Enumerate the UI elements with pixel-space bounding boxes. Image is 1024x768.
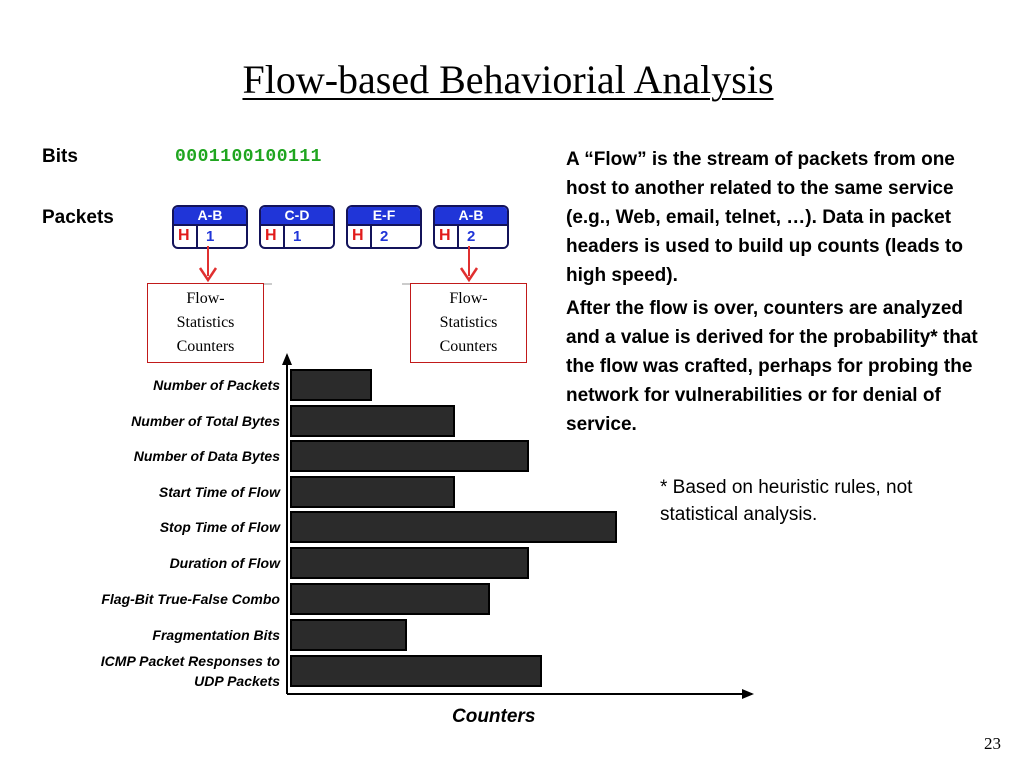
flow-statistics-counters-box: Flow- Statistics Counters: [147, 283, 264, 363]
bar-category-label-line: Flag-Bit True-False Combo: [101, 591, 280, 607]
packet-box: A-B H 1: [172, 205, 248, 249]
packet-count: 1: [283, 226, 333, 247]
bar-category-label: Duration of Flow: [170, 553, 280, 573]
counter-bar: [290, 619, 407, 651]
bar-category-label-line: Duration of Flow: [169, 555, 280, 571]
packet-hosts: C-D: [261, 207, 333, 226]
bar-category-label: ICMP Packet Responses to UDP Packets: [101, 651, 280, 691]
packet-box: E-F H 2: [346, 205, 422, 249]
packet-hosts: A-B: [174, 207, 246, 226]
bits-label: Bits: [42, 146, 78, 167]
flow-statistics-counters-box: Flow- Statistics Counters: [410, 283, 527, 363]
counter-bar: [290, 547, 529, 579]
bar-category-label: Start Time of Flow: [159, 482, 280, 502]
packet-box: A-B H 2: [433, 205, 509, 249]
counter-bar: [290, 405, 455, 437]
packet-count: 2: [370, 226, 420, 247]
counter-analysis-description: After the flow is over, counters are ana…: [566, 298, 978, 435]
footnote: * Based on heuristic rules, not statisti…: [660, 477, 913, 525]
packet-header-flag: H: [178, 227, 190, 244]
counter-box-line: Flow-: [186, 290, 225, 307]
packet-count: 1: [196, 226, 246, 247]
counter-box-line: Flow-: [449, 290, 488, 307]
slide-title: Flow-based Behaviorial Analysis: [242, 57, 774, 102]
bar-category-label-line: Number of Total Bytes: [131, 413, 280, 429]
bar-category-label: Flag-Bit True-False Combo: [101, 589, 280, 609]
flow-arrow: [198, 246, 218, 283]
packet-hosts: A-B: [435, 207, 507, 226]
bar-category-label-line: Start Time of Flow: [158, 484, 280, 500]
packet-header-flag: H: [352, 227, 364, 244]
counter-box-line: Statistics: [176, 314, 235, 331]
packet-hosts: E-F: [348, 207, 420, 226]
counter-box-line: Counters: [439, 338, 498, 355]
counter-bar: [290, 583, 490, 615]
packet-box: C-D H 1: [259, 205, 335, 249]
counter-bar: [290, 511, 617, 543]
bar-category-label: Number of Data Bytes: [134, 446, 280, 466]
bar-category-label: Number of Packets: [153, 375, 280, 395]
counter-bar: [290, 655, 542, 687]
bar-category-label-line: Stop Time of Flow: [159, 519, 280, 535]
bars-group: [290, 369, 617, 687]
bar-category-label-line: Number of Data Bytes: [133, 448, 280, 464]
flow-description: A “Flow” is the stream of packets from o…: [566, 149, 963, 286]
counter-box-line: Statistics: [439, 314, 498, 331]
counter-bar: [290, 440, 529, 472]
packets-label: Packets: [42, 207, 114, 228]
counter-box-line: Counters: [176, 338, 235, 355]
counter-bar: [290, 369, 372, 401]
bar-category-label-line: Fragmentation Bits: [152, 627, 280, 643]
packet-count: 2: [457, 226, 507, 247]
bar-category-label: Fragmentation Bits: [152, 625, 280, 645]
bar-category-label-line: ICMP Packet Responses to: [100, 653, 280, 669]
bar-category-label-line: Number of Packets: [153, 377, 280, 393]
bar-category-label: Stop Time of Flow: [160, 517, 280, 537]
packet-header-flag: H: [265, 227, 277, 244]
bar-category-label: Number of Total Bytes: [131, 411, 280, 431]
x-axis-label: Counters: [452, 706, 536, 727]
counter-bar: [290, 476, 455, 508]
flow-arrow: [459, 246, 479, 283]
bits-value: 0001100100111: [175, 147, 322, 167]
bar-category-label-line: UDP Packets: [194, 673, 280, 689]
packet-header-flag: H: [439, 227, 451, 244]
page-number: 23: [984, 734, 1001, 753]
